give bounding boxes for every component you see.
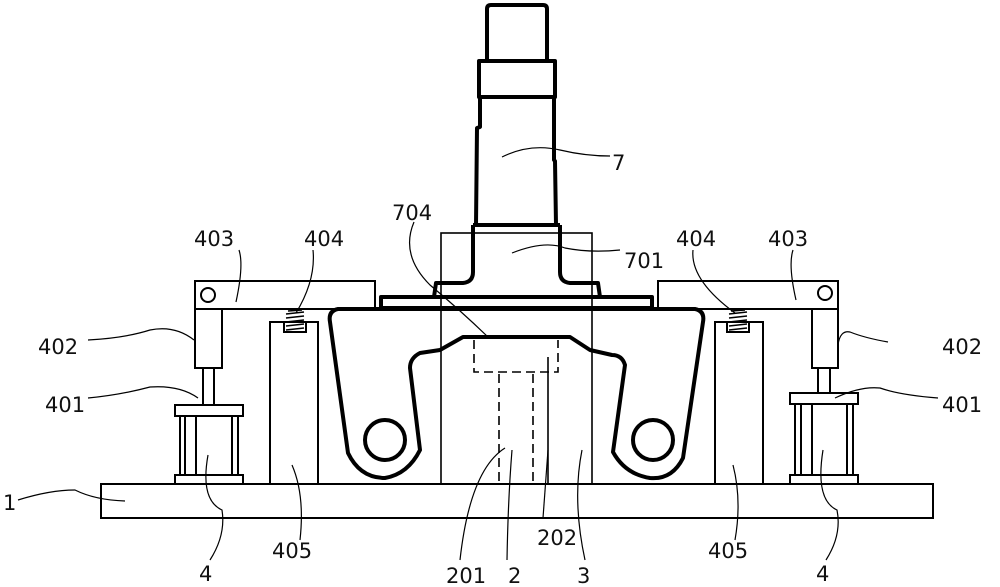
label-1: 1 bbox=[3, 491, 16, 515]
label-403-right: 403 bbox=[768, 227, 808, 251]
center-frame bbox=[441, 233, 592, 484]
label-403-left: 403 bbox=[194, 227, 234, 251]
base-plate bbox=[101, 484, 933, 518]
hidden-pocket bbox=[474, 340, 558, 372]
pin-hole-left bbox=[365, 420, 405, 460]
label-701: 701 bbox=[624, 249, 664, 273]
hidden-pins bbox=[499, 374, 533, 485]
label-404-left: 404 bbox=[304, 227, 344, 251]
label-402-right: 402 bbox=[942, 335, 982, 359]
label-201: 201 bbox=[446, 564, 486, 587]
left-clamp-mechanism bbox=[175, 281, 375, 484]
pin-hole-right bbox=[633, 420, 673, 460]
label-704: 704 bbox=[392, 201, 432, 225]
clamp-body bbox=[330, 309, 704, 478]
label-2: 2 bbox=[508, 564, 521, 587]
label-401-right: 401 bbox=[942, 393, 982, 417]
label-405-right: 405 bbox=[708, 539, 748, 563]
label-202: 202 bbox=[537, 526, 577, 550]
right-clamp-mechanism bbox=[658, 281, 858, 484]
label-405-left: 405 bbox=[272, 539, 312, 563]
label-402-left: 402 bbox=[38, 335, 78, 359]
label-4-left: 4 bbox=[199, 562, 212, 586]
label-3: 3 bbox=[577, 564, 590, 587]
label-401-left: 401 bbox=[45, 393, 85, 417]
label-7: 7 bbox=[612, 151, 625, 175]
label-404-right: 404 bbox=[676, 227, 716, 251]
label-4-right: 4 bbox=[816, 562, 829, 586]
